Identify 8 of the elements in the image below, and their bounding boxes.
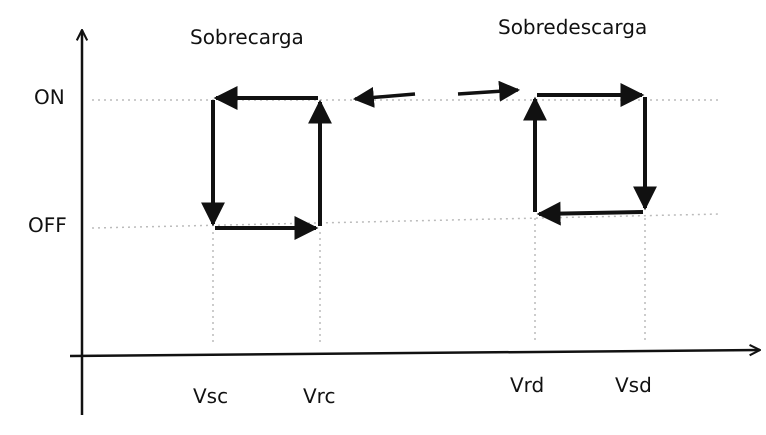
axis-label: Vrc [303,385,336,407]
axis-label: Vsc [193,385,228,407]
axis-label: ON [34,86,65,108]
axis-label: Vrd [510,374,544,396]
axis-label: Vsd [615,374,652,396]
axis-label: OFF [28,214,67,236]
loop-title: Sobredescarga [498,16,648,38]
loop-title: Sobrecarga [190,26,304,48]
